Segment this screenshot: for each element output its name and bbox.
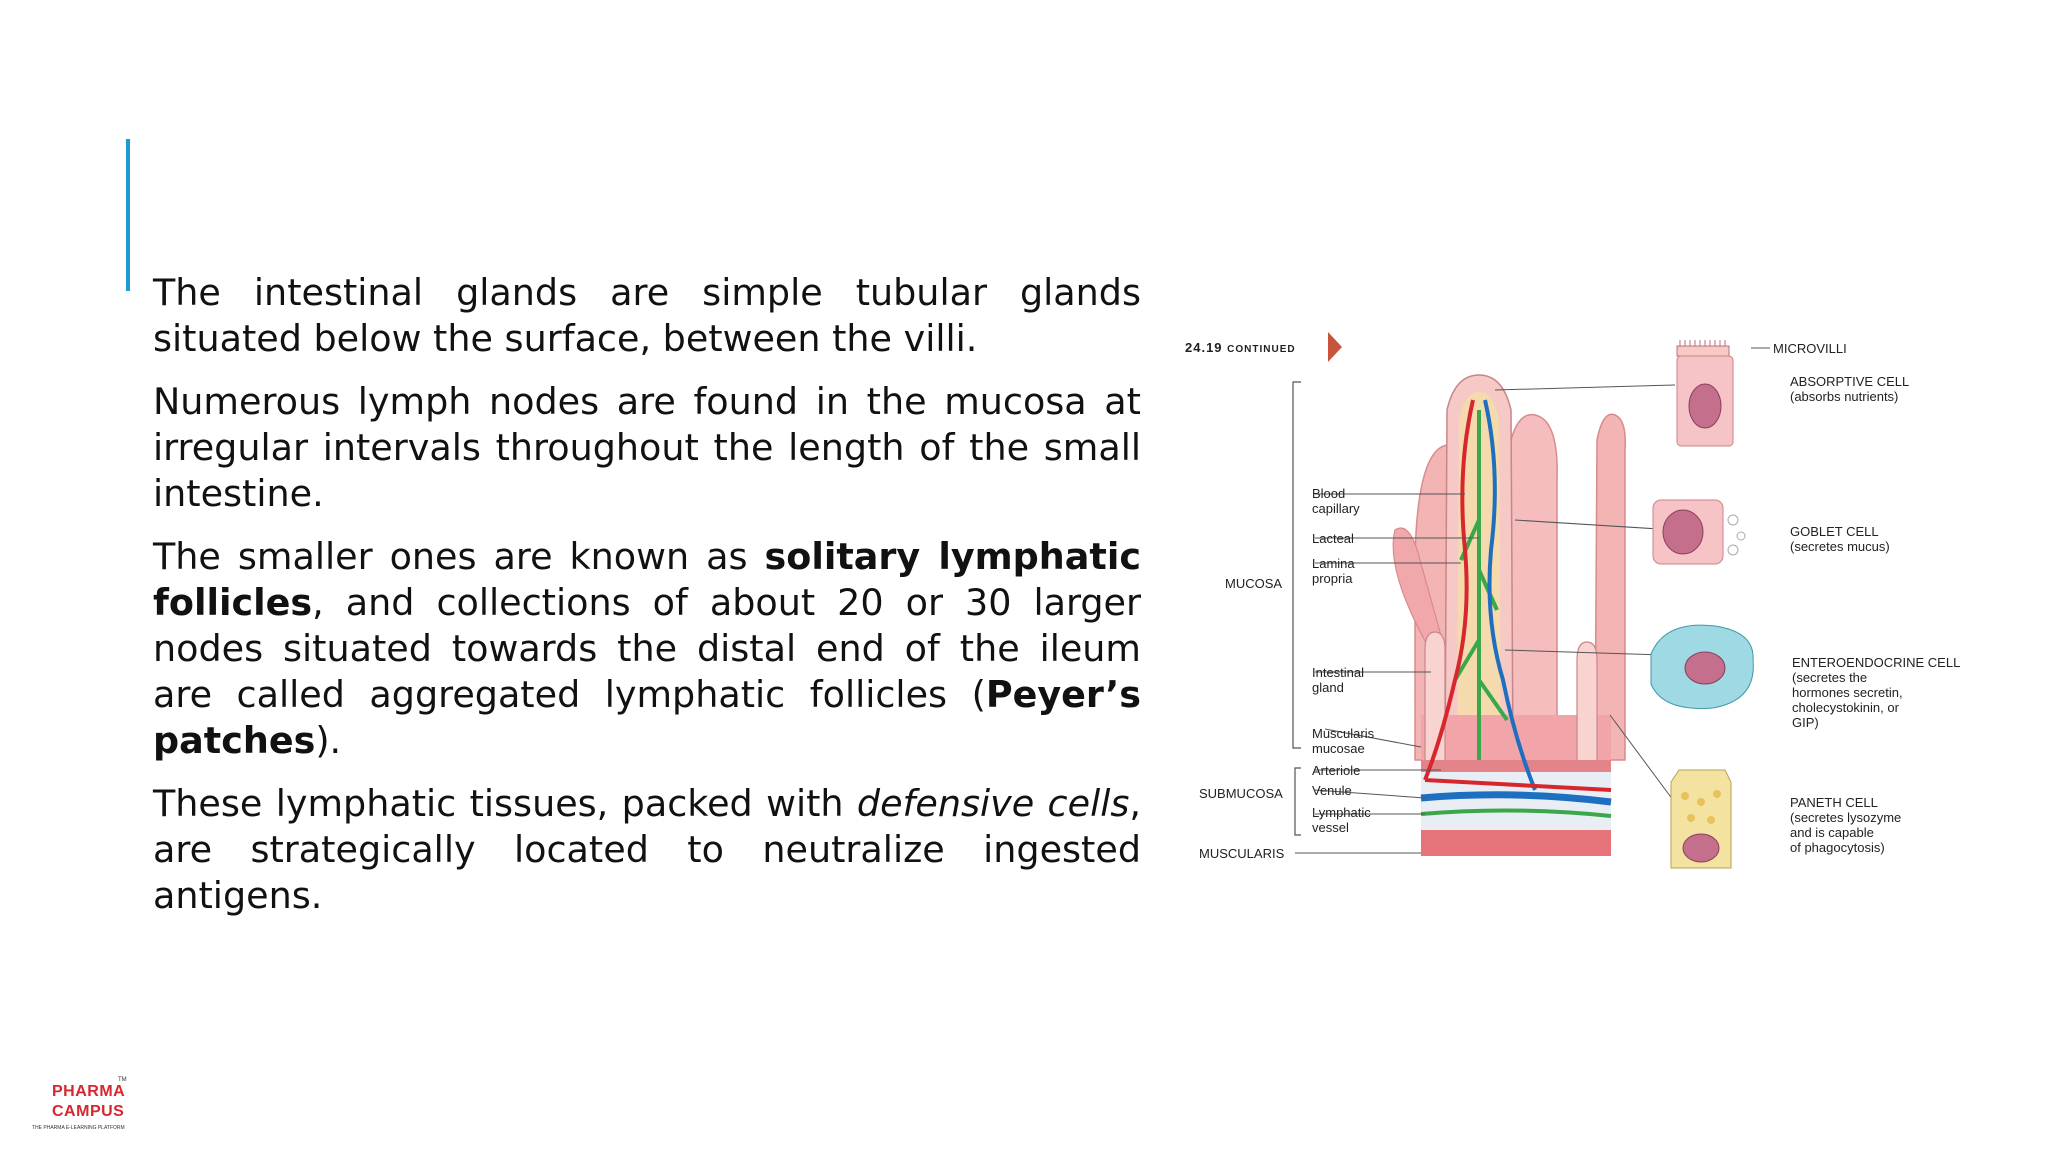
label-absorptive-cell: ABSORPTIVE CELL(absorbs nutrients) xyxy=(1790,374,1910,404)
figure-arrow-icon xyxy=(1328,332,1342,362)
lymphatic-vessel xyxy=(1420,808,1612,818)
body-text: The intestinal glands are simple tubular… xyxy=(153,270,1141,936)
blood-capillary-vein xyxy=(1483,399,1537,791)
right-pointer-lines xyxy=(1494,347,1770,801)
label-submucosa: SUBMUCOSA xyxy=(1199,786,1283,801)
goblet-cell-icon xyxy=(1652,499,1746,565)
muscularis-layer xyxy=(1421,830,1611,856)
p4-text-2: , are strategically located to neutraliz… xyxy=(153,782,1141,917)
label-muscularis: MUSCULARIS xyxy=(1199,846,1285,861)
label-microvilli: MICROVILLI xyxy=(1773,341,1847,356)
submucosa-bracket xyxy=(1294,767,1301,836)
p4-text-1: These lymphatic tissues, packed with xyxy=(153,782,857,825)
term-solitary-lymphatic-follicles: solitary lymphatic follicles xyxy=(153,535,1141,624)
label-venule: Venule xyxy=(1312,783,1352,798)
paneth-cell-icon xyxy=(1670,769,1732,869)
absorptive-cell-icon xyxy=(1676,340,1734,447)
accent-line xyxy=(126,139,130,291)
intestinal-gland-right xyxy=(1576,641,1598,760)
pharma-campus-logo: TM PHARMA CAMPUS THE PHARMA E-LEARNING P… xyxy=(30,1075,145,1135)
logo-line-campus: CAMPUS xyxy=(52,1103,125,1120)
muscularis-mucosae-layer xyxy=(1421,760,1611,772)
villus-back-4 xyxy=(1392,527,1446,651)
label-mucosa: MUCOSA xyxy=(1225,576,1283,591)
villus-back-3 xyxy=(1594,413,1627,761)
paragraph-lymphatic-tissues: These lymphatic tissues, packed with def… xyxy=(153,781,1141,919)
p3-text-3: ). xyxy=(315,719,342,762)
term-defensive-cells: defensive cells xyxy=(856,782,1130,825)
figure-header: 24.19 CONTINUED xyxy=(1185,340,1296,355)
logo-tagline: THE PHARMA E-LEARNING PLATFORM xyxy=(32,1125,125,1131)
paragraph-follicles: The smaller ones are known as solitary l… xyxy=(153,534,1141,764)
left-pointer-lines xyxy=(1295,493,1479,854)
figure-number: 24.19 xyxy=(1185,340,1223,355)
term-peyers-patches: Peyer’s patches xyxy=(153,673,1141,762)
logo-line-pharma: PHARMA xyxy=(52,1083,126,1100)
intestinal-gland-left xyxy=(1424,631,1446,760)
p3-text-1: The smaller ones are known as xyxy=(153,535,765,578)
intestinal-villus-figure: 24.19 CONTINUED xyxy=(1185,320,2015,880)
arteriole-vessel xyxy=(1423,399,1612,792)
venule-vessel xyxy=(1420,791,1612,806)
label-arteriole: Arteriole xyxy=(1312,763,1361,778)
p3-text-2: , and collections of about 20 or 30 larg… xyxy=(153,581,1141,716)
figure-continued: CONTINUED xyxy=(1227,344,1296,355)
mucosa-bracket xyxy=(1292,381,1301,749)
logo-trademark: TM xyxy=(118,1077,127,1083)
label-goblet-cell: GOBLET CELL(secretes mucus) xyxy=(1790,524,1890,554)
enteroendocrine-cell-icon xyxy=(1650,624,1754,709)
paragraph-intestinal-glands: The intestinal glands are simple tubular… xyxy=(153,271,1141,360)
label-lacteal: Lacteal xyxy=(1312,531,1354,546)
paragraph-lymph-nodes: Numerous lymph nodes are found in the mu… xyxy=(153,380,1141,515)
figure-illustration xyxy=(1292,332,1770,869)
